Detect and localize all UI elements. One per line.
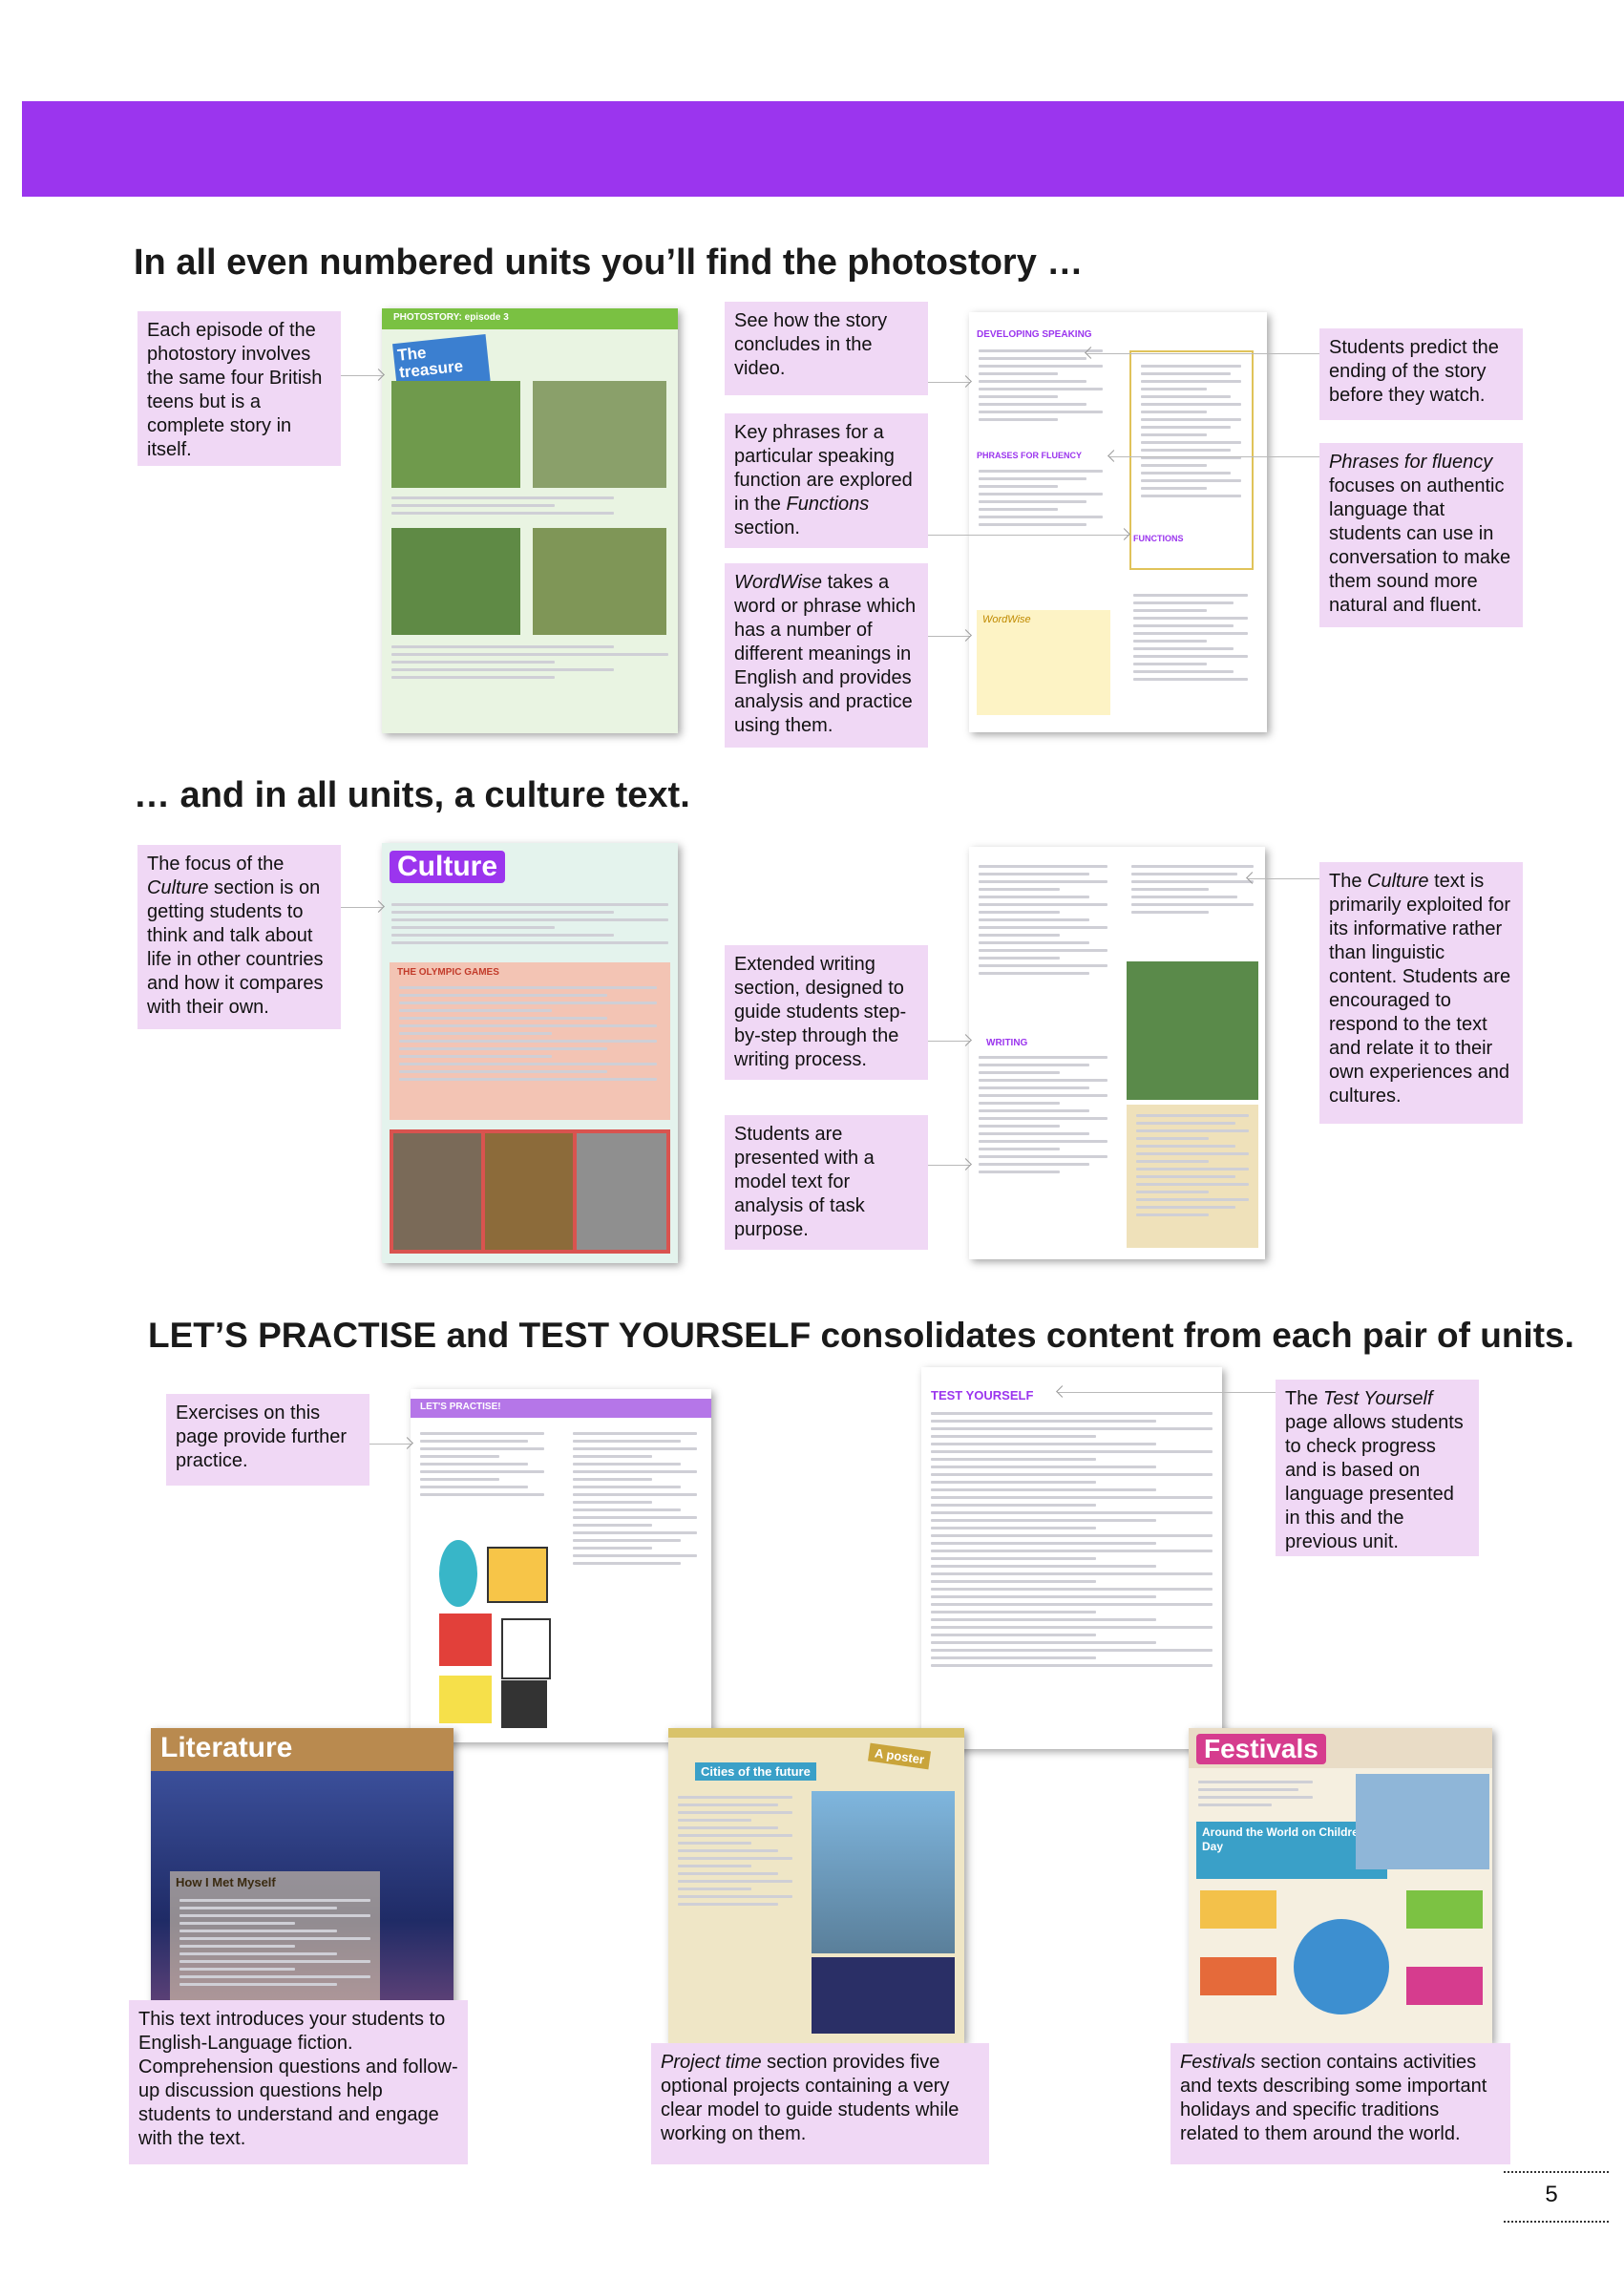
- arrow-left-icon: [1058, 1392, 1276, 1393]
- photostory-heading: In all even numbered units you’ll find t…: [134, 243, 1084, 283]
- literature-callout: This text introduces your students to En…: [129, 2000, 468, 2164]
- test-label: TEST YOURSELF: [931, 1388, 1034, 1403]
- fluency-callout: Phrases for fluency focuses on authentic…: [1319, 443, 1523, 627]
- writing-callout: Extended writing section, designed to gu…: [725, 945, 928, 1080]
- wordwise-label: WordWise: [982, 614, 1031, 625]
- exercises-callout: Exercises on this page provide further p…: [166, 1394, 369, 1486]
- arrow-right-icon: [928, 535, 1128, 536]
- arrow-right-icon: [928, 382, 970, 383]
- wordwise-callout: WordWise takes a word or phrase which ha…: [725, 563, 928, 748]
- arrow-right-icon: [341, 907, 383, 908]
- culture-heading: … and in all units, a culture text.: [134, 775, 690, 815]
- video-callout: See how the story concludes in the video…: [725, 302, 928, 395]
- photostory-page-thumbnail: PHOTOSTORY: episode 3 The treasure hunt: [382, 308, 678, 733]
- literature-page-thumbnail: Literature How I Met Myself: [151, 1728, 453, 2043]
- top-banner: [22, 101, 1624, 197]
- photostory-episode-callout: Each episode of the photostory involves …: [137, 311, 341, 466]
- festivals-callout: Festivals section contains activities an…: [1171, 2043, 1510, 2164]
- photostory-label: PHOTOSTORY: episode 3: [393, 312, 509, 323]
- arrow-right-icon: [928, 636, 970, 637]
- lets-practise-page-thumbnail: LET'S PRACTISE!: [411, 1389, 711, 1742]
- arrow-right-icon: [928, 1165, 970, 1166]
- model-text-callout: Students are presented with a model text…: [725, 1115, 928, 1250]
- project-tag: A poster: [867, 1742, 932, 1770]
- literature-story-title: How I Met Myself: [176, 1875, 276, 1889]
- test-yourself-page-thumbnail: TEST YOURSELF: [921, 1367, 1222, 1749]
- speaking-page-thumbnail: DEVELOPING SPEAKING PHRASES FOR FLUENCY …: [969, 312, 1267, 732]
- festivals-title: Festivals: [1196, 1734, 1326, 1764]
- project-title: Cities of the future: [695, 1762, 816, 1781]
- practise-heading: LET’S PRACTISE and TEST YOURSELF consoli…: [148, 1316, 1574, 1355]
- page-number-rule-top: [1504, 2171, 1609, 2173]
- arrow-left-icon: [1109, 456, 1319, 457]
- test-yourself-callout: The Test Yourself page allows students t…: [1276, 1380, 1479, 1556]
- functions-callout: Key phrases for a particular speaking fu…: [725, 413, 928, 548]
- page-number-rule-bottom: [1504, 2221, 1609, 2223]
- arrow-right-icon: [341, 375, 383, 376]
- project-callout: Project time section provides five optio…: [651, 2043, 989, 2164]
- arrow-right-icon: [928, 1041, 970, 1042]
- literature-title: Literature: [160, 1732, 293, 1763]
- page-number: 5: [1545, 2182, 1558, 2207]
- project-page-thumbnail: Cities of the future A poster: [668, 1728, 964, 2043]
- arrow-left-icon: [1086, 353, 1319, 354]
- culture-subtitle: THE OLYMPIC GAMES: [397, 967, 499, 978]
- writing-label: WRITING: [986, 1038, 1028, 1048]
- writing-page-thumbnail: WRITING: [969, 847, 1265, 1259]
- festivals-subtitle: Around the World on Children's Day: [1202, 1825, 1375, 1853]
- fluency-label: PHRASES FOR FLUENCY: [977, 451, 1083, 460]
- culture-text-callout: The Culture text is primarily exploited …: [1319, 862, 1523, 1124]
- arrow-right-icon: [369, 1444, 411, 1445]
- culture-focus-callout: The focus of the Culture section is on g…: [137, 845, 341, 1029]
- culture-page-thumbnail: Culture THE OLYMPIC GAMES: [382, 843, 678, 1263]
- functions-label: FUNCTIONS: [1133, 534, 1184, 543]
- culture-title: Culture: [390, 851, 505, 883]
- speaking-label: DEVELOPING SPEAKING: [977, 329, 1092, 340]
- arrow-left-icon: [1248, 878, 1319, 879]
- practise-label: LET'S PRACTISE!: [420, 1402, 501, 1412]
- predict-callout: Students predict the ending of the story…: [1319, 328, 1523, 420]
- festivals-page-thumbnail: Festivals Around the World on Children's…: [1189, 1728, 1492, 2043]
